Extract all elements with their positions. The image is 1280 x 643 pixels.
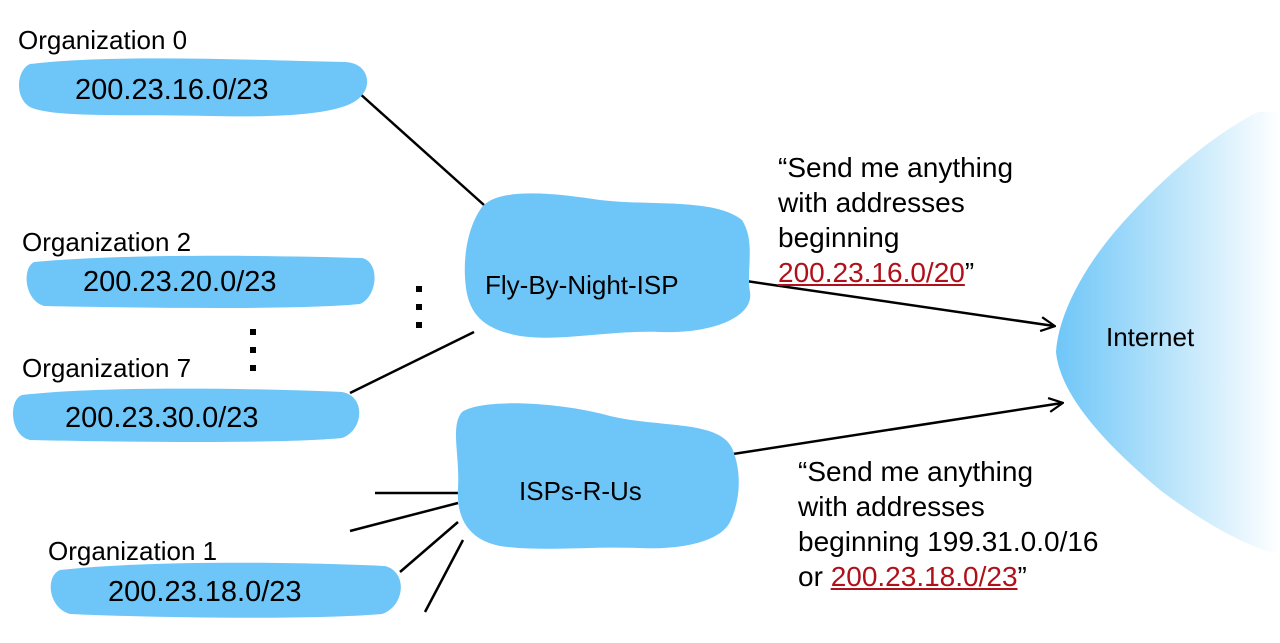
ad1-line-3: beginning bbox=[778, 222, 900, 253]
ad2-open-quote: “ bbox=[798, 456, 808, 487]
ellipsis-dots-isp bbox=[416, 286, 422, 340]
ad1-close-quote: ” bbox=[964, 257, 975, 288]
org0-prefix: 200.23.16.0/23 bbox=[75, 74, 269, 106]
arrow-flybynight-internet bbox=[745, 279, 1054, 326]
org2-blob bbox=[26, 255, 375, 308]
ad2-or: or bbox=[798, 561, 831, 592]
link-org0-flybynight bbox=[357, 91, 485, 206]
ad2-text-1: Send me anything bbox=[807, 456, 1034, 487]
ad1-line-4: 200.23.16.0/20” bbox=[778, 255, 1013, 290]
org2-prefix: 200.23.20.0/23 bbox=[83, 266, 277, 298]
org7-prefix: 200.23.30.0/23 bbox=[65, 402, 259, 434]
ad1-text-1: Send me anything bbox=[787, 152, 1014, 183]
ad1-line-2: with addresses bbox=[778, 187, 965, 218]
flybynight-cloud bbox=[464, 193, 751, 338]
ad2-close-quote: ” bbox=[1017, 561, 1027, 592]
org0-label: Organization 0 bbox=[18, 25, 188, 55]
org7-blob bbox=[12, 388, 360, 442]
ad1-line-1: “Send me anything bbox=[778, 150, 1013, 185]
ad1-prefix: 200.23.16.0/20 bbox=[778, 257, 965, 288]
internet-label: Internet bbox=[1106, 322, 1195, 352]
ad2-line-3: beginning 199.31.0.0/16 bbox=[798, 526, 1099, 557]
org0-blob bbox=[19, 58, 368, 117]
ad1-open-quote: “ bbox=[778, 152, 788, 183]
ad2-prefix: 200.23.18.0/23 bbox=[830, 561, 1018, 592]
link-ispsrus-3 bbox=[399, 521, 459, 573]
advertisement-flybynight: “Send me anything with addresses beginni… bbox=[778, 150, 1013, 290]
ad2-line-2: with addresses bbox=[798, 491, 985, 522]
arrow-ispsrus-internet bbox=[732, 403, 1062, 456]
link-ispsrus-2 bbox=[349, 501, 459, 533]
ispsrus-label: ISPs-R-Us bbox=[519, 476, 642, 506]
ispsrus-cloud bbox=[455, 403, 739, 549]
link-org7-flybynight bbox=[349, 330, 475, 395]
org1-label: Organization 1 bbox=[48, 536, 218, 566]
ad2-line-1: “Send me anything bbox=[798, 454, 1099, 489]
org2-label: Organization 2 bbox=[22, 227, 192, 257]
flybynight-label: Fly-By-Night-ISP bbox=[485, 270, 679, 300]
org1-blob bbox=[50, 562, 401, 618]
org1-prefix: 200.23.18.0/23 bbox=[108, 576, 302, 608]
internet-cloud bbox=[1056, 112, 1280, 552]
ellipsis-dots-orgs bbox=[250, 329, 256, 383]
advertisement-ispsrus: “Send me anything with addresses beginni… bbox=[798, 454, 1099, 594]
link-ispsrus-4 bbox=[423, 539, 465, 613]
org7-label: Organization 7 bbox=[22, 353, 192, 383]
ad2-line-4: or 200.23.18.0/23” bbox=[798, 559, 1099, 594]
